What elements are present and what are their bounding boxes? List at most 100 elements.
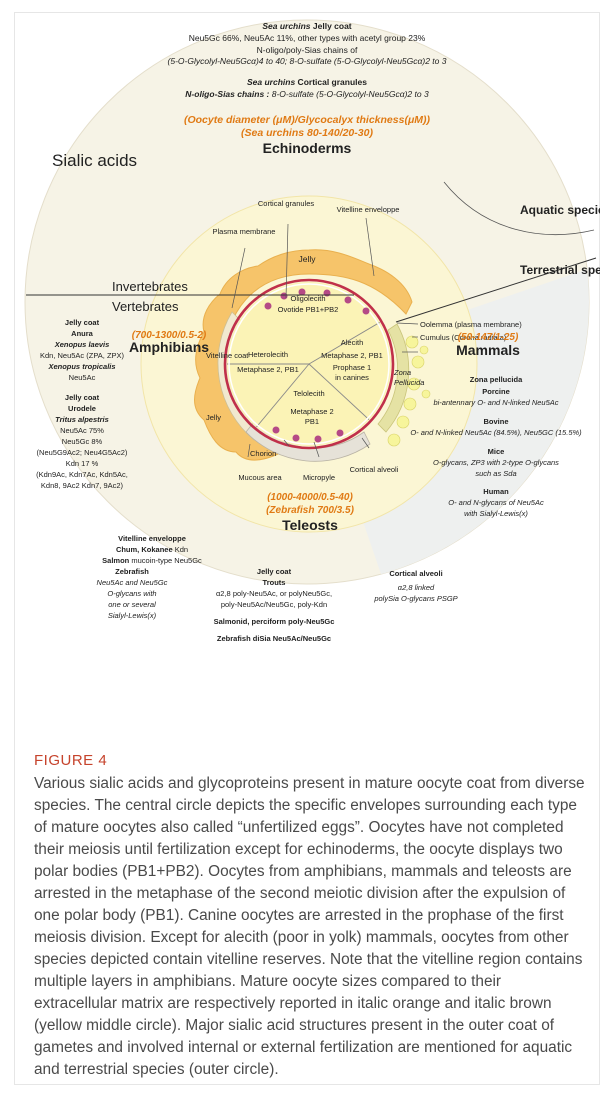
sialic-acids-label: Sialic acids [52, 151, 137, 170]
amph-xenopus-laevis: Xenopus laevis [54, 340, 110, 349]
chorion-label: Chorion [250, 449, 276, 458]
amph-t3: (Neu5G9Ac2; Neu4G5Ac2) [37, 448, 128, 457]
amphibians-size: (700-1300/0.5-2) [132, 330, 207, 341]
oligolecith-label: Oligolecith [290, 294, 325, 303]
alecith-label: Alecith [341, 338, 364, 347]
mam-human: Human [483, 487, 509, 496]
tel-z2: O-glycans with [107, 589, 156, 598]
mammals-label: Mammals [456, 342, 520, 358]
prophase-label: Prophase 1 [333, 363, 371, 372]
mam-mice-d1: O-glycans, ZP3 with 2-type O-glycans [433, 458, 559, 467]
tel-ca2: polySia O-glycans PSGP [373, 594, 457, 603]
heterolecith-label: Heterolecith [248, 350, 288, 359]
teleosts-size: (1000-4000/0.5-40) [267, 492, 353, 503]
plasma-membrane-label: Plasma membrane [213, 227, 276, 236]
amph-anura: Anura [71, 329, 93, 338]
ovotide-label: Ovotide PB1+PB2 [278, 305, 339, 314]
tel-chum: Chum, Kokanee Kdn [116, 545, 188, 554]
cortical-alveoli-label: Cortical alveoli [350, 465, 399, 474]
tel-salmonid: Salmonid, perciform poly-Neu5Gc [214, 617, 335, 626]
aquatic-label: Aquatic species [520, 203, 600, 217]
sea-urchins-size: (Sea urchins 80-140/20-30) [241, 127, 373, 139]
echinoderms-label: Echinoderms [263, 140, 352, 156]
tel-zebrafish: Zebrafish [115, 567, 149, 576]
figure-caption-text: Various sialic acids and glycoproteins p… [34, 775, 585, 1078]
header-line-1: Sea urchins Jelly coat [262, 21, 351, 31]
amphibians-label: Amphibians [129, 339, 209, 355]
zebrafish-size: (Zebrafish 700/3.5) [266, 505, 354, 516]
vertebrates-label: Vertebrates [112, 299, 179, 314]
header-line-4: (5-O-Glycolyl-Neu5Gcα)4 to 40; 8-O-sulfa… [168, 56, 447, 66]
pellucida-label: Pellucida [394, 378, 424, 387]
in-canines-label: in canines [335, 373, 369, 382]
tel-cortical-alveoli: Cortical alveoli [389, 569, 442, 578]
jelly-shape [194, 249, 413, 461]
metaphase-left-label: Metaphase 2, PB1 [237, 365, 299, 374]
aquatic-boundary [443, 181, 595, 235]
mammals-size: (50-147/1-25) [458, 332, 519, 343]
header-line-3: N-oligo/poly-Sias chains of [257, 45, 358, 55]
sizes-header: (Oocyte diameter (μM)/Glycocalyx thickne… [184, 114, 431, 126]
tel-tr1: α2,8 poly-Neu5Ac, or polyNeu5Gc, [216, 589, 332, 598]
amph-t4: Kdn 17 % [66, 459, 99, 468]
plasma-membrane-ring [223, 278, 395, 450]
figure-caption: FIGURE 4 Various sialic acids and glycop… [34, 752, 586, 1081]
jelly-left-label: Jelly [206, 413, 221, 422]
amph-xl-detail: Kdn, Neu5Ac (ZPA, ZPX) [40, 351, 125, 360]
tel-z1: Neu5Ac and Neu5Gc [97, 578, 168, 587]
tel-z4: Sialyl-Lewis(x) [108, 611, 157, 620]
mam-porcine: Porcine [482, 387, 510, 396]
mam-bovine-detail: O- and N-linked Neu5Ac (84.5%), Neu5GC (… [410, 428, 582, 437]
mam-porcine-detail: bi-antennary O- and N-linked Neu5Ac [433, 398, 558, 407]
tel-z3: one or several [108, 600, 156, 609]
figure-label: FIGURE 4 [34, 752, 108, 769]
teleosts-label: Teleosts [282, 517, 338, 533]
tel-salmon: Salmon mucoin-type Neu5Gc [102, 556, 202, 565]
amph-xenopus-tropicalis: Xenopus tropicalis [47, 362, 115, 371]
tel-ve: Vitelline enveloppe [118, 534, 186, 543]
cumulus-label: Cumulus (Corona radiata) [420, 333, 507, 342]
zona-label: Zona [393, 368, 411, 377]
mam-human-d1: O- and N-glycans of Neu5Ac [448, 498, 544, 507]
mam-bovine: Bovine [483, 417, 508, 426]
micropyle-label: Micropyle [303, 473, 335, 482]
tel-tr2: poly-Neu5Ac/Neu5Gc, poly-Kdn [221, 600, 327, 609]
mam-mice-d2: such as Sda [475, 469, 516, 478]
pb1-label: PB1 [305, 417, 319, 426]
mucous-area-label: Mucous area [238, 473, 282, 482]
vitelline-envelope-label: Vitelline enveloppe [337, 205, 400, 214]
tel-trouts: Trouts [263, 578, 286, 587]
header-line-5: Sea urchins Cortical granules [247, 77, 367, 87]
header-line-2: Neu5Gc 66%, Neu5Ac 11%, other types with… [189, 33, 426, 43]
vitelline-coat-label: Vitelline coat [206, 351, 249, 360]
amph-urodele: Urodele [68, 404, 96, 413]
amph-jelly-coat: Jelly coat [65, 318, 100, 327]
amph-t1: Neu5Ac 75% [60, 426, 104, 435]
amph-t6: Kdn8, 9Ac2 Kdn7, 9Ac2) [41, 481, 124, 490]
mam-mice: Mice [488, 447, 505, 456]
tel-ca1: α2,8 linked [398, 583, 435, 592]
cortical-granules [264, 288, 370, 443]
tel-zebrafish-2: Zebrafish diSia Neu5Ac/Neu5Gc [217, 634, 331, 643]
oolemma-label: Oolemma (plasma membrane) [420, 320, 522, 329]
amph-jelly-coat-2: Jelly coat [65, 393, 100, 402]
figure-diagram: Sea urchins Jelly coat Neu5Gc 66%, Neu5A… [24, 19, 600, 643]
terrestrial-label: Terrestrial species [520, 263, 600, 277]
cumulus-cells [387, 335, 431, 447]
amph-tritus: Tritus alpestris [55, 415, 109, 424]
aquatic-terrestrial-divider [395, 257, 597, 323]
cortical-granules-label: Cortical granules [258, 199, 315, 208]
amph-xt-detail: Neu5Ac [69, 373, 96, 382]
metaphase-bottom-label: Metaphase 2 [290, 407, 333, 416]
header-line-6: N-oligo-Sias chains : 8-O-sulfate (5-O-G… [185, 89, 429, 99]
mam-human-d2: with Sialyl-Lewis(x) [464, 509, 528, 518]
amph-t5: (Kdn9Ac, Kdn7Ac, Kdn5Ac, [36, 470, 128, 479]
telolecith-label: Telolecith [293, 389, 324, 398]
invertebrates-label: Invertebrates [112, 279, 188, 294]
jelly-top-label: Jelly [298, 254, 316, 264]
chorion-band [245, 421, 371, 462]
zona-band [377, 323, 410, 433]
metaphase-right-label: Metaphase 2, PB1 [321, 351, 383, 360]
tel-jelly-coat: Jelly coat [257, 567, 292, 576]
mam-zona-pellucida: Zona pellucida [470, 375, 523, 384]
